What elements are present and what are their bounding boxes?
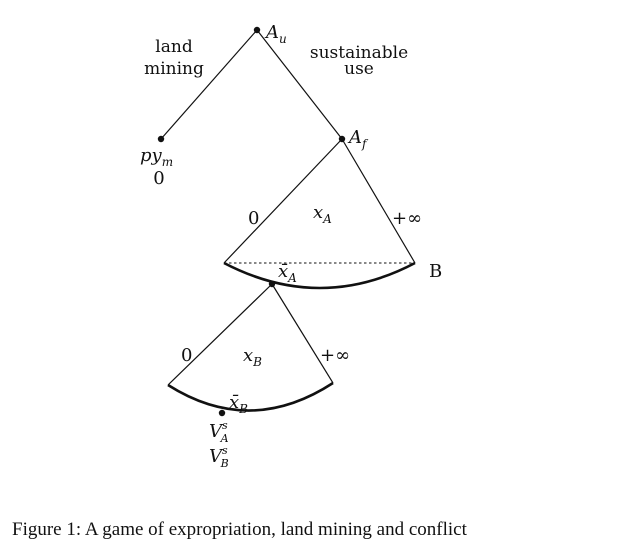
label-fan-b-var: xB	[243, 345, 262, 369]
label-use: use	[344, 59, 374, 79]
fan-b-arc	[167, 381, 334, 412]
label-mining: mining	[144, 59, 204, 79]
edge-sustainable-use	[256, 29, 343, 140]
label-a-f: Af	[347, 127, 369, 151]
node-py-m-dot	[157, 135, 165, 143]
label-fan-a-high: +∞	[392, 208, 422, 229]
label-fan-a-var: xA	[313, 202, 332, 226]
label-fan-b-high: +∞	[320, 345, 350, 366]
label-sustainable: sustainable	[310, 43, 408, 63]
fan-b-right-edge	[271, 283, 334, 384]
fan-b-left-edge	[167, 283, 273, 386]
label-a-u: Au	[264, 22, 287, 46]
label-py-m-payoff: 0	[153, 168, 164, 189]
fan-a-right-edge	[341, 138, 416, 264]
label-x-bar-a: x̄A	[278, 261, 297, 285]
node-a-u-dot	[253, 26, 261, 34]
label-fan-a-low: 0	[248, 208, 259, 229]
label-fan-b-low: 0	[181, 345, 192, 366]
label-b-node: B	[429, 261, 442, 282]
node-a-f-dot	[338, 135, 346, 143]
fan-a-arc	[223, 261, 416, 290]
edge-land-mining	[160, 29, 258, 140]
label-land: land	[155, 37, 193, 57]
node-x-bar-b-dot	[218, 409, 226, 417]
fan-a-left-edge	[223, 138, 343, 264]
label-x-bar-b: x̄B	[229, 392, 248, 416]
figure-caption: Figure 1: A game of expropriation, land …	[12, 519, 467, 540]
label-py-m: pym	[140, 145, 173, 169]
node-x-bar-a-dot	[268, 280, 276, 288]
